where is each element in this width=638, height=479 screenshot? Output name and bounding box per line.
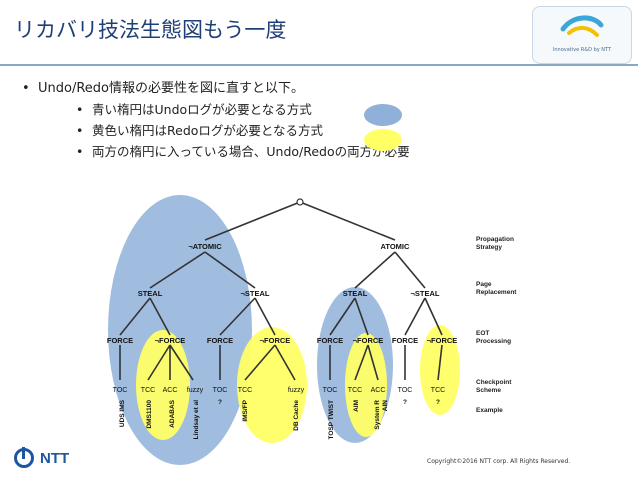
example-label: System R (374, 400, 381, 430)
leaf-checkpoint: TCC (348, 387, 362, 394)
leaf-checkpoint: fuzzy (288, 387, 305, 394)
leaf-checkpoint: fuzzy (187, 387, 204, 394)
row-label-example: Example (476, 407, 503, 414)
example-label: IMS/FP (242, 399, 249, 421)
ntt-mark-icon (14, 447, 34, 468)
node-not-force: ¬FORCE (427, 336, 458, 345)
example-label: DB Cache (293, 400, 300, 431)
innovative-logo: Innovative R&D by NTT (532, 6, 632, 64)
example-label: TOSP TWIST (328, 400, 335, 440)
example-label: ? (436, 399, 440, 406)
redo-oval-2 (237, 327, 307, 443)
tree-root (296, 198, 304, 206)
leaf-checkpoint: TCC (141, 387, 155, 394)
example-label: ? (218, 399, 222, 406)
leaf-checkpoint: TCC (431, 387, 445, 394)
redo-oval-1 (136, 330, 190, 440)
node-not-force: ¬FORCE (353, 336, 384, 345)
leaf-checkpoint: TCC (238, 387, 252, 394)
bullet-main: Undo/Redo情報の必要性を図に直すと以下。 青い楕円はUndoログが必要と… (22, 78, 410, 162)
page-title: リカバリ技法生態図もう一度 (14, 18, 287, 42)
leaf-checkpoint: TOC (323, 387, 338, 394)
example-label: AIN (382, 400, 389, 412)
example-label: Lindsay et al (193, 400, 200, 440)
tree-edges (119, 201, 443, 381)
ntt-logo: NTT (14, 447, 70, 468)
node-steal: STEAL (343, 289, 368, 298)
node-force: FORCE (107, 336, 133, 345)
bullet-list: Undo/Redo情報の必要性を図に直すと以下。 青い楕円はUndoログが必要と… (22, 78, 410, 162)
node-not-steal: ¬STEAL (241, 289, 270, 298)
node-not-atomic: ¬ATOMIC (188, 242, 222, 251)
leaf-checkpoint: TOC (398, 387, 413, 394)
node-not-force: ¬FORCE (260, 336, 291, 345)
sub-bullet-blue: 青い楕円はUndoログが必要となる方式 (76, 99, 410, 120)
node-not-force: ¬FORCE (155, 336, 186, 345)
node-force: FORCE (317, 336, 343, 345)
example-label: UDS IMS (119, 399, 126, 427)
redo-oval-4 (420, 325, 460, 415)
redo-oval-3 (345, 333, 387, 437)
leaf-checkpoint: ACC (371, 387, 386, 394)
node-not-steal: ¬STEAL (411, 289, 440, 298)
legend-blue-oval (364, 104, 402, 126)
example-label: AIM (353, 400, 360, 412)
sub-bullet-list: 青い楕円はUndoログが必要となる方式 黄色い楕円はRedoログが必要となる方式… (38, 99, 410, 162)
sub-bullet-both: 両方の楕円に入っている場合、Undo/Redoの両方が必要 (76, 141, 410, 162)
node-force: FORCE (392, 336, 418, 345)
example-label: DMS1100 (146, 400, 153, 429)
node-force: FORCE (207, 336, 233, 345)
example-label: ? (403, 399, 407, 406)
bullet-main-text: Undo/Redo情報の必要性を図に直すと以下。 (38, 81, 304, 96)
copyright-text: Copyright©2016 NTT corp. All Rights Rese… (427, 458, 571, 465)
logo-swirl-icon (560, 15, 604, 37)
node-steal: STEAL (138, 289, 163, 298)
example-label: ADABAS (169, 399, 176, 427)
leaf-checkpoint: ACC (163, 387, 178, 394)
title-divider (0, 64, 638, 66)
node-atomic: ATOMIC (381, 242, 410, 251)
legend-yellow-oval (364, 129, 402, 151)
logo-text: Innovative R&D by NTT (552, 47, 612, 53)
ntt-wordmark: NTT (40, 449, 70, 467)
leaf-checkpoint: TOC (113, 387, 128, 394)
sub-bullet-yellow: 黄色い楕円はRedoログが必要となる方式 (76, 120, 410, 141)
leaf-checkpoint: TOC (213, 387, 228, 394)
